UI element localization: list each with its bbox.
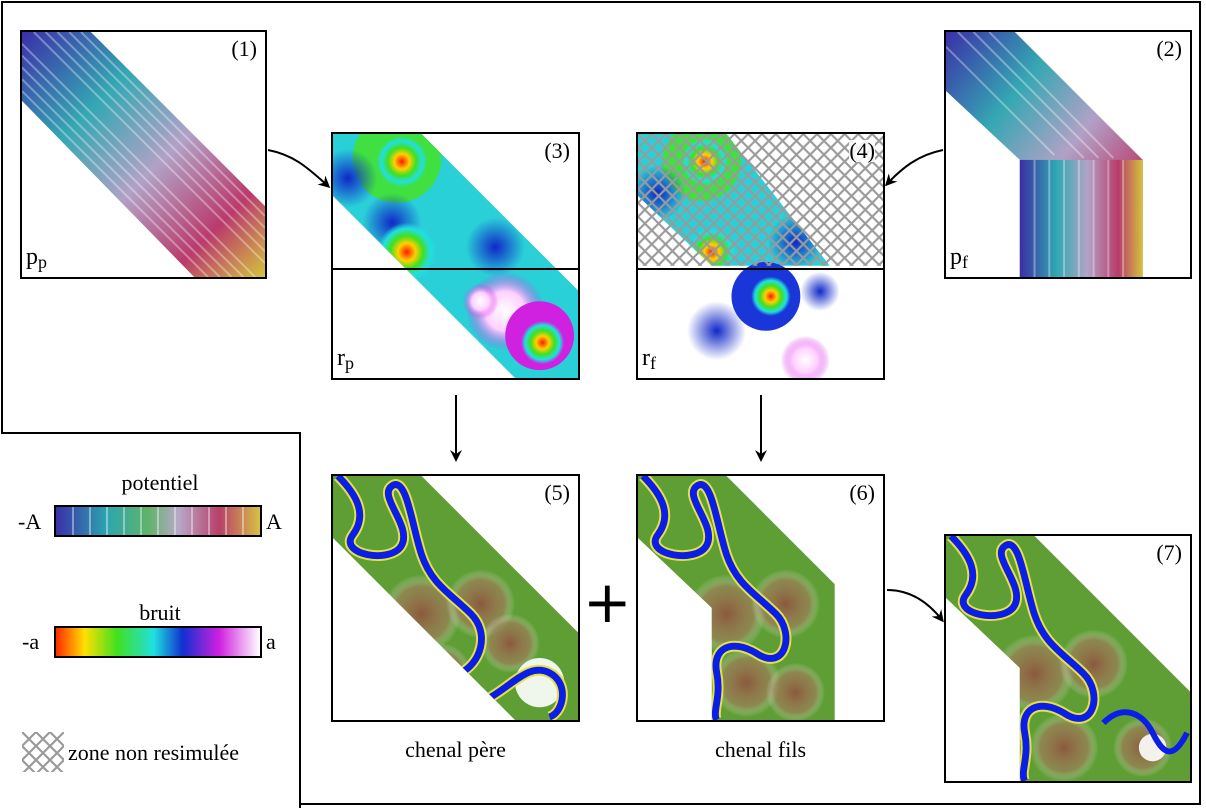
panel-7-combined-channel: (7) [944, 534, 1192, 783]
legend-potential-max: A [266, 509, 282, 534]
child-noise-field [638, 134, 883, 378]
panel-7-number: (7) [1156, 540, 1182, 565]
panel-6-number: (6) [849, 480, 875, 505]
panel-4-label: rf [642, 345, 656, 373]
child-potential-field [946, 32, 1143, 277]
panel-6-child-channel: (6) [636, 474, 885, 722]
panel-1-label: pp [26, 244, 47, 272]
panel-1-parent-potential: (1) pp [20, 30, 267, 279]
panel-4-child-noise: (4) rf [636, 132, 885, 380]
parent-noise-field [333, 134, 578, 378]
parent-split-line [333, 268, 578, 270]
legend-noise-title: bruit [139, 600, 181, 625]
parent-channel-map [333, 476, 578, 720]
legend-potential-min: -A [18, 509, 42, 534]
potential-colorbar [54, 505, 262, 537]
child-split-line [638, 268, 883, 270]
plus-operator: + [583, 568, 632, 636]
parent-channel-caption: chenal père [405, 737, 506, 762]
legend-potential-title: potentiel [121, 470, 199, 495]
panel-2-child-potential: (2) pf [944, 30, 1192, 279]
panel-2-number: (2) [1156, 36, 1182, 61]
legend-noise-max: a [266, 629, 276, 654]
panel-4-number: (4) [849, 138, 875, 163]
noise-colorbar [54, 626, 262, 658]
child-channel-map [638, 476, 835, 720]
hatch-swatch [22, 732, 64, 772]
legend-hatch-label: zone non resimulée [68, 740, 240, 765]
panel-3-parent-noise: (3) rp [331, 132, 580, 380]
legend-noise-min: -a [22, 629, 40, 654]
parent-potential-field [22, 32, 265, 277]
panel-1-number: (1) [231, 36, 257, 61]
panel-3-number: (3) [544, 138, 570, 163]
panel-5-number: (5) [544, 480, 570, 505]
combined-channel-map [946, 536, 1190, 781]
panel-3-label: rp [337, 345, 354, 373]
panel-2-label: pf [950, 244, 968, 272]
child-channel-caption: chenal fils [714, 737, 807, 762]
panel-5-parent-channel: (5) [331, 474, 580, 722]
